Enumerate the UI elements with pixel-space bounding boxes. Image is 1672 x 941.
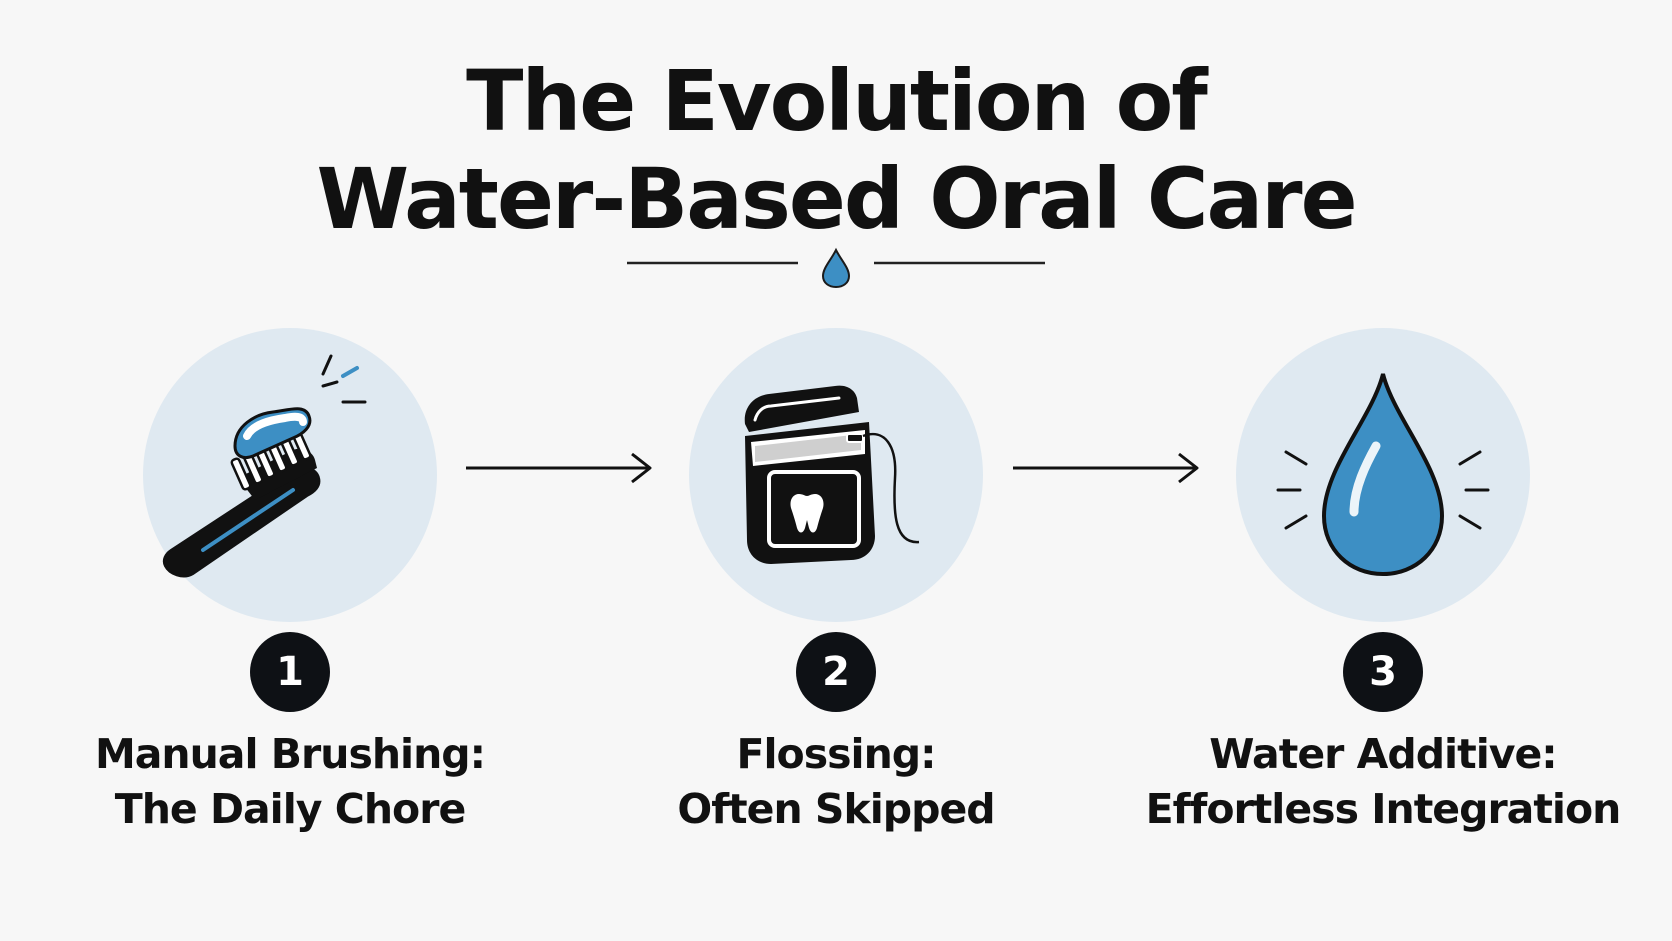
divider-droplet-icon — [821, 247, 851, 289]
step-1-label-line-1: Manual Brushing: — [94, 730, 486, 778]
step-2-label: Flossing: Often Skipped — [596, 727, 1076, 837]
step-3-label-line-1: Water Additive: — [1209, 730, 1557, 778]
step-2-label-line-1: Flossing: — [736, 730, 936, 778]
step-3-label: Water Additive: Effortless Integration — [1143, 727, 1623, 837]
title-line-1: The Evolution of — [466, 52, 1208, 150]
step-3-badge: 3 — [1343, 632, 1423, 712]
arrow-1-icon — [466, 452, 652, 484]
step-1-label: Manual Brushing: The Daily Chore — [50, 727, 530, 837]
title-line-2: Water-Based Oral Care — [316, 150, 1357, 248]
step-3-label-line-2: Effortless Integration — [1145, 785, 1622, 833]
toothbrush-icon — [162, 354, 367, 578]
arrow-2-icon — [1013, 452, 1199, 484]
step-2-badge: 2 — [796, 632, 876, 712]
water-drop-icon — [1276, 373, 1490, 577]
title-divider — [627, 247, 1045, 289]
page-title: The Evolution of Water-Based Oral Care — [0, 52, 1672, 248]
step-1-label-line-2: The Daily Chore — [114, 785, 467, 833]
floss-container-icon — [744, 385, 920, 564]
step-1-badge: 1 — [250, 632, 330, 712]
step-2-label-line-2: Often Skipped — [677, 785, 995, 833]
